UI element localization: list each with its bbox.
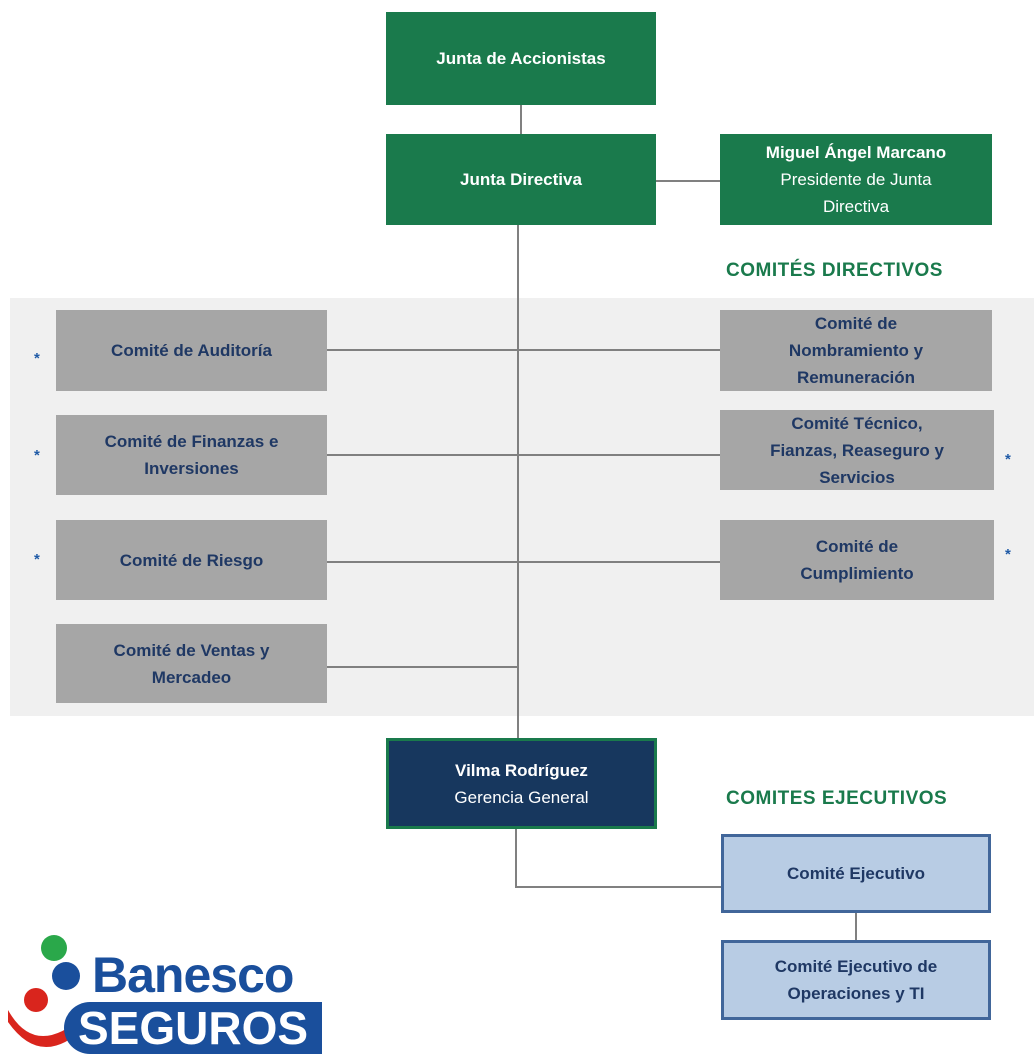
star-marker-finance: *: [34, 447, 40, 464]
connector-shareholders-directors: [520, 104, 522, 136]
star-marker-compliance: *: [1005, 546, 1011, 563]
shareholders-box: Junta de Accionistas: [386, 12, 656, 105]
executive-committee-box: Comité Ejecutivo: [721, 834, 991, 913]
banesco-seguros-logo: Banesco SEGUROS: [6, 930, 323, 1057]
star-marker-technical: *: [1005, 451, 1011, 468]
committee-risk: Comité de Riesgo: [56, 520, 327, 600]
connector-row-2: [326, 454, 722, 456]
committee-compliance: Comité de Cumplimiento: [720, 520, 994, 600]
directive-committees-heading: COMITÉS DIRECTIVOS: [726, 260, 943, 281]
logo-text-banesco: Banesco: [92, 947, 294, 1003]
general-manager-name: Vilma Rodríguez: [455, 760, 588, 780]
connector-row-1: [326, 349, 722, 351]
star-marker-audit: *: [34, 350, 40, 367]
connector-row-4: [326, 666, 519, 668]
committee-finance-investments: Comité de Finanzas e Inversiones: [56, 415, 327, 495]
connector-executive-operations: [855, 912, 857, 942]
executive-committees-heading: COMITES EJECUTIVOS: [726, 788, 948, 809]
connector-management-executive: [515, 886, 723, 888]
president-box: Miguel Ángel Marcano Presidente de Junta…: [720, 134, 992, 225]
general-manager-role: Gerencia General: [454, 787, 589, 807]
committee-technical-reinsurance: Comité Técnico, Fianzas, Reaseguro y Ser…: [720, 410, 994, 490]
president-role: Presidente de Junta Directiva: [780, 170, 932, 216]
committee-appointments-remuneration: Comité de Nombramiento y Remuneración: [720, 310, 992, 391]
connector-row-3: [326, 561, 722, 563]
executive-operations-committee-box: Comité Ejecutivo de Operaciones y TI: [721, 940, 991, 1020]
star-marker-risk: *: [34, 551, 40, 568]
connector-trunk: [517, 224, 519, 740]
committee-sales-marketing: Comité de Ventas y Mercadeo: [56, 624, 327, 703]
president-name: Miguel Ángel Marcano: [765, 143, 947, 162]
connector-directors-president: [655, 180, 722, 182]
connector-management-down: [515, 828, 517, 888]
general-management-box: Vilma Rodríguez Gerencia General: [386, 738, 657, 829]
board-of-directors-box: Junta Directiva: [386, 134, 656, 225]
committee-audit: Comité de Auditoría: [56, 310, 327, 391]
logo-text-seguros: SEGUROS: [64, 1002, 323, 1054]
